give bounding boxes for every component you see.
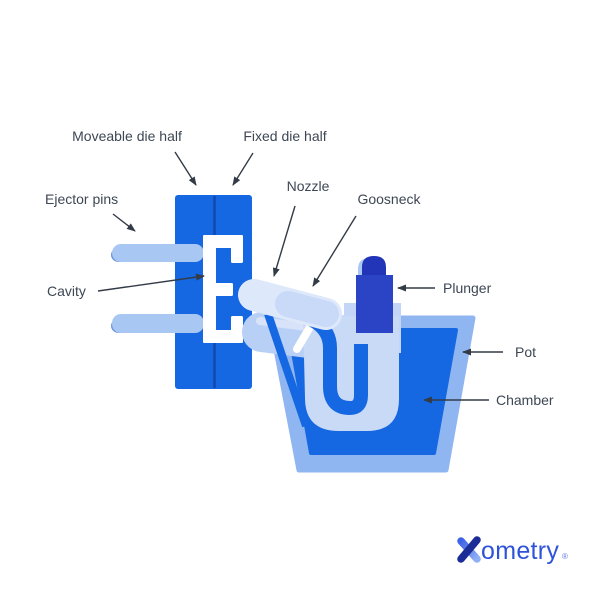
x-dark-stroke [457, 536, 481, 563]
cavity-shape [203, 235, 243, 343]
gooseneck-channel-stripe [264, 312, 310, 428]
pot-assembly [242, 294, 476, 473]
label-plunger: Plunger [443, 280, 492, 296]
logo-wordmark: ometry [481, 537, 559, 565]
callout-arrows [97, 151, 503, 404]
arrow-cavity [97, 273, 205, 292]
label-ejector-pins: Ejector pins [45, 191, 118, 207]
xometry-logo: ometry ® [457, 536, 568, 565]
arrow-moveable-die-half [174, 151, 197, 186]
xometry-x-icon [457, 536, 481, 563]
ejector-pin-top [112, 244, 204, 262]
plunger-shape [356, 256, 393, 333]
gooseneck-metal-channel [277, 294, 368, 415]
arrow-fixed-die-half [232, 152, 254, 186]
label-chamber: Chamber [496, 392, 554, 408]
die-block [111, 195, 252, 389]
nozzle-shape [238, 279, 342, 330]
cavity-top-tab [231, 235, 243, 263]
label-goosneck: Goosneck [357, 191, 421, 207]
label-cavity: Cavity [47, 283, 86, 299]
arrow-nozzle [272, 205, 296, 277]
logo-registered-mark: ® [562, 552, 568, 561]
label-moveable-die-half: Moveable die half [72, 128, 182, 144]
ejector-pin-bottom [112, 314, 204, 333]
nozzle-tip-segment [275, 291, 339, 327]
arrow-goosneck [312, 215, 357, 287]
label-fixed-die-half: Fixed die half [243, 128, 326, 144]
callout-labels: Moveable die half Fixed die half Ejector… [45, 128, 554, 408]
cavity-middle-arm [203, 283, 233, 296]
arrow-ejector-pins [112, 213, 136, 232]
label-pot: Pot [515, 344, 536, 360]
ejector-pins-shape [111, 244, 204, 333]
plunger-body [356, 275, 393, 333]
label-nozzle: Nozzle [287, 178, 330, 194]
plunger-knob [362, 256, 386, 277]
cavity-bottom-tab [231, 316, 243, 343]
